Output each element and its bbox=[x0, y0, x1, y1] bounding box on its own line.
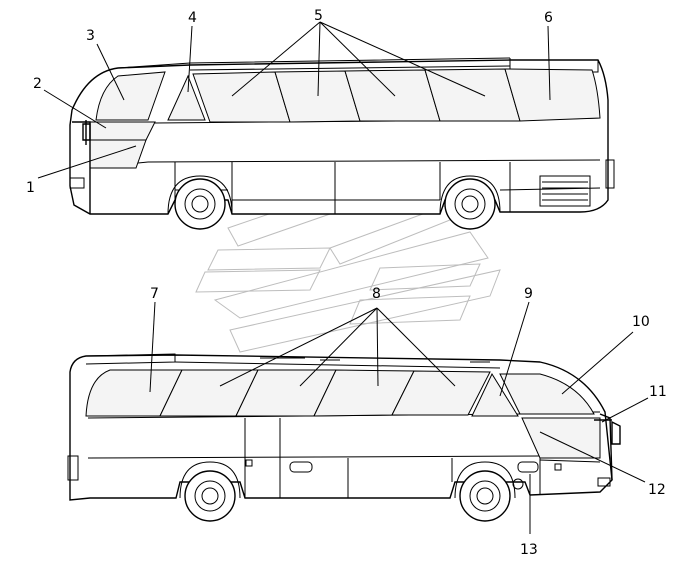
upper-rear-wheel bbox=[439, 175, 501, 230]
upper-window-5a bbox=[192, 71, 291, 123]
callout-2: 2 bbox=[33, 76, 42, 92]
lower-baggage-handle-1 bbox=[289, 461, 313, 473]
lower-window-12-side-front bbox=[521, 417, 601, 459]
lower-baggage-handle-2 bbox=[517, 461, 539, 473]
upper-front-wheel bbox=[167, 175, 233, 230]
bus-side-view-lower bbox=[67, 353, 621, 522]
callout-1: 1 bbox=[26, 180, 35, 196]
engine-grille-icon bbox=[539, 175, 591, 207]
callout-4: 4 bbox=[188, 10, 197, 26]
callout-9: 9 bbox=[524, 286, 533, 302]
lower-headlight bbox=[597, 477, 611, 487]
upper-window-5c bbox=[344, 69, 441, 122]
callout-13: 13 bbox=[520, 542, 538, 558]
lower-rear-wheel bbox=[179, 461, 241, 522]
callout-7: 7 bbox=[150, 286, 159, 302]
lower-window-7-rear bbox=[85, 369, 183, 417]
lower-rear-light bbox=[67, 455, 79, 481]
lower-window-8d bbox=[391, 370, 491, 416]
bus-side-view-upper bbox=[69, 57, 615, 230]
upper-window-5d bbox=[424, 68, 521, 122]
upper-headlight bbox=[69, 177, 85, 189]
upper-window-1-driver bbox=[89, 139, 147, 169]
lower-mirror-icon bbox=[594, 419, 621, 445]
callout-3: 3 bbox=[86, 28, 95, 44]
callout-8: 8 bbox=[372, 286, 381, 302]
upper-rear-light bbox=[605, 159, 615, 189]
upper-window-4-triangle bbox=[167, 74, 206, 121]
callout-labels: 1 2 3 4 5 6 7 8 9 10 11 12 13 bbox=[26, 8, 667, 558]
callout-10: 10 bbox=[632, 314, 650, 330]
leader-lines bbox=[37, 21, 649, 534]
callout-12: 12 bbox=[648, 482, 666, 498]
lower-window-10-front-upper bbox=[499, 373, 595, 415]
upper-window-6-rear bbox=[504, 68, 601, 122]
upper-mirror-icon bbox=[82, 120, 91, 145]
callout-11: 11 bbox=[649, 384, 667, 400]
callout-6: 6 bbox=[544, 10, 553, 26]
upper-window-3-front-upper bbox=[95, 71, 166, 121]
lower-front-wheel bbox=[454, 461, 516, 522]
fuel-cap-icon bbox=[512, 478, 524, 490]
lower-window-9-triangle bbox=[471, 372, 519, 417]
callout-5: 5 bbox=[314, 8, 323, 24]
